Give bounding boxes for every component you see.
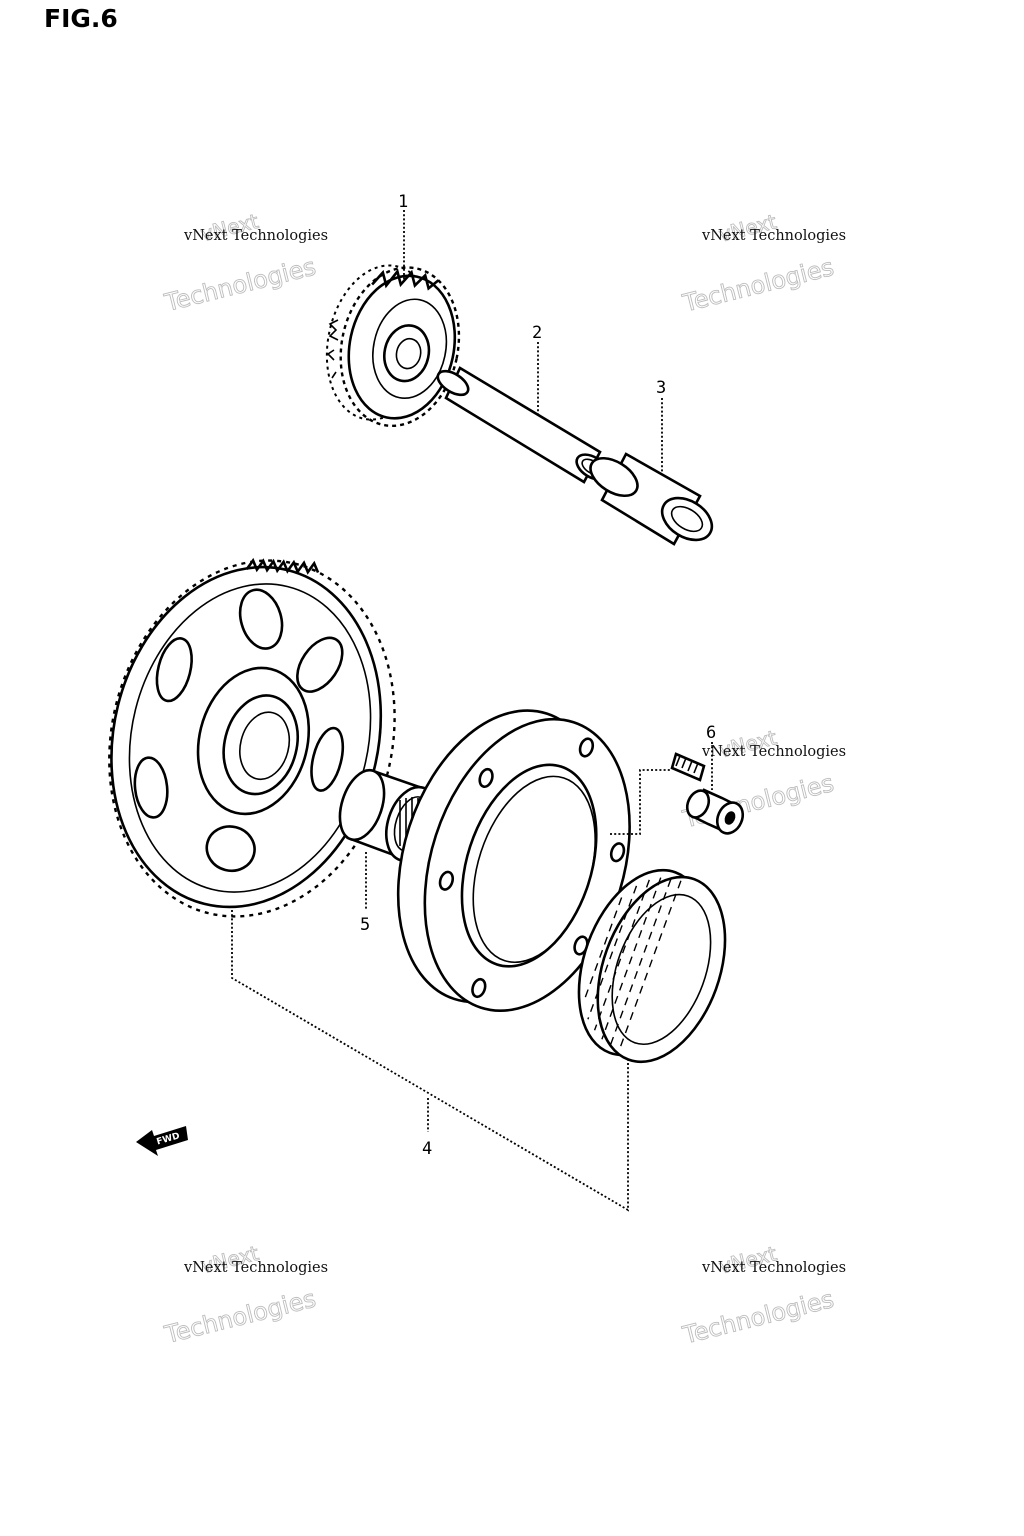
callout-6: 6: [706, 723, 716, 743]
svg-text:Technologies: Technologies: [679, 1285, 836, 1350]
part-2-shaft: [436, 366, 609, 484]
svg-text:vNext Technologies: vNext Technologies: [183, 228, 328, 244]
figure-title: FIG.6: [44, 4, 118, 33]
callout-3: 3: [656, 378, 666, 398]
callout-5: 5: [360, 915, 370, 935]
callout-1: 1: [398, 192, 408, 212]
watermark-top-left: vNext Technologies vNext Technologies: [161, 208, 328, 318]
part-6-bolt: [670, 752, 745, 835]
svg-text:Technologies: Technologies: [161, 1285, 318, 1350]
watermark-bottom-left: vNext Technologies vNext Technologies: [161, 1240, 328, 1350]
svg-text:vNext Technologies: vNext Technologies: [701, 228, 846, 244]
watermark-top-right: vNext Technologies vNext Technologies: [679, 209, 846, 318]
part-1-idler-gear: [325, 264, 461, 428]
callout-4: 4: [422, 1139, 432, 1159]
fwd-direction-arrow: FWD: [136, 1126, 188, 1156]
svg-text:Technologies: Technologies: [161, 253, 318, 318]
assembly-bracket: [231, 910, 629, 1212]
svg-text:Technologies: Technologies: [679, 253, 836, 318]
svg-text:vNext Technologies: vNext Technologies: [701, 1260, 846, 1276]
callout-2: 2: [532, 323, 542, 343]
watermark-bottom-right: vNext Technologies vNext Technologies: [679, 1241, 846, 1350]
starter-clutch-body: [396, 709, 631, 1012]
part-3-spacer: [589, 452, 714, 546]
svg-text:vNext Technologies: vNext Technologies: [183, 1260, 328, 1276]
part-4-starter-clutch-gear: [108, 557, 396, 918]
svg-text:vNext Technologies: vNext Technologies: [701, 744, 846, 760]
one-way-clutch: [577, 868, 727, 1064]
